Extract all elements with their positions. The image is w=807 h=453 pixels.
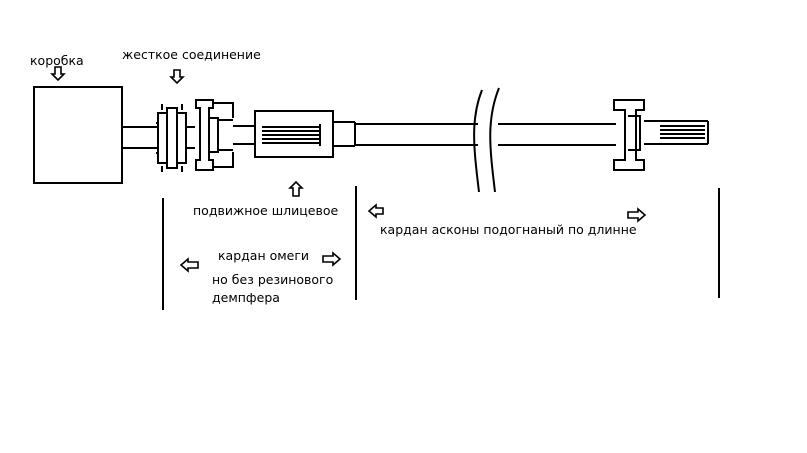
- ascona-shaft: [355, 87, 616, 193]
- arrow-right-icon: [627, 207, 647, 223]
- arrow-right-icon: [322, 251, 342, 267]
- rigid-coupling: [156, 104, 195, 172]
- arrow-down-icon: [50, 66, 66, 82]
- arrow-down-icon: [169, 69, 185, 85]
- gearbox-output-shaft: [122, 126, 158, 149]
- gearbox-label: коробка: [30, 53, 84, 68]
- arrow-up-icon: [288, 180, 304, 197]
- arrow-left-icon: [367, 203, 384, 219]
- gearbox-box: [33, 86, 123, 184]
- sliding-spline-label: подвижное шлицевое: [193, 203, 338, 218]
- omega-shaft-label: кардан омеги: [218, 248, 309, 263]
- spline-sleeve: [233, 110, 356, 158]
- no-damper-label-line2: демпфера: [212, 290, 280, 305]
- omega-yoke: [195, 99, 234, 171]
- arrow-left-icon: [179, 257, 199, 273]
- ascona-yoke: [613, 99, 709, 171]
- rigid-joint-label: жесткое соединение: [122, 47, 261, 62]
- ascona-shaft-label: кардан асконы подогнаный по длинне: [380, 222, 637, 237]
- no-damper-label-line1: но без резинового: [212, 272, 333, 287]
